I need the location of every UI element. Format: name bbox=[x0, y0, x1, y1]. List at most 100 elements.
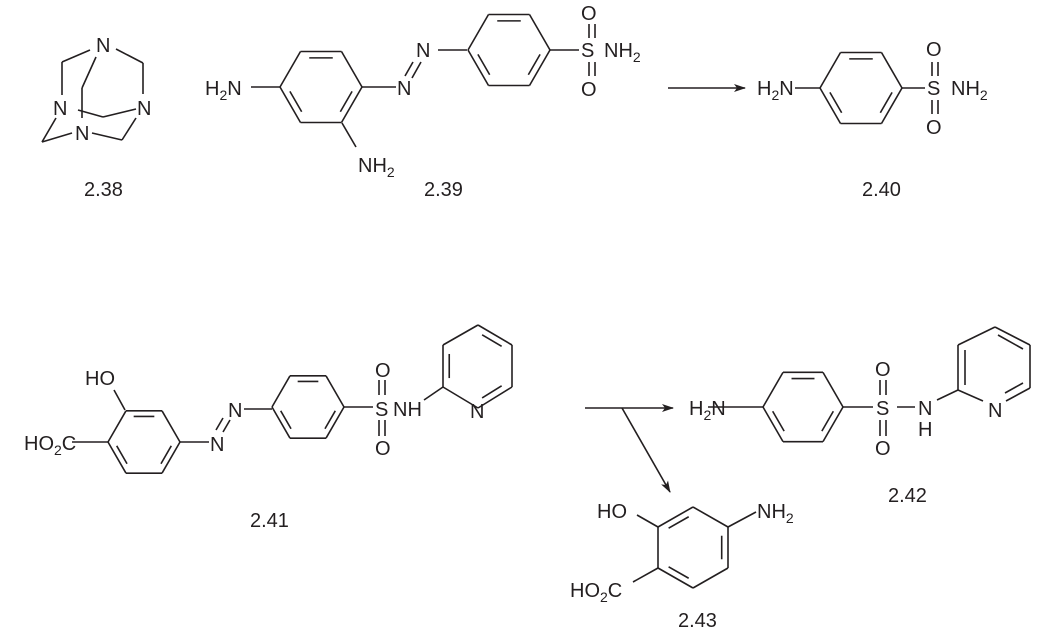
ring-bond bbox=[692, 567, 729, 589]
ring-double-bond bbox=[829, 91, 843, 114]
ring-double-bond bbox=[116, 445, 128, 465]
ring-double-bond bbox=[160, 445, 172, 465]
bond bbox=[77, 109, 104, 118]
compound-label: 2.43 bbox=[678, 610, 717, 632]
ring-double-bond bbox=[324, 410, 336, 430]
pyridine-n: N bbox=[470, 401, 484, 423]
compound-label: 2.38 bbox=[84, 179, 123, 201]
ring-bond bbox=[161, 410, 181, 443]
oxygen: O bbox=[875, 438, 891, 460]
ring-bond bbox=[467, 14, 490, 51]
oxygen: O bbox=[375, 438, 391, 460]
hydroxyl: HO bbox=[597, 501, 627, 523]
compound-label: 2.42 bbox=[888, 485, 927, 507]
oxygen: O bbox=[926, 39, 942, 61]
compound-label: 2.39 bbox=[424, 179, 463, 201]
ring-bond bbox=[271, 406, 291, 439]
ring-bond bbox=[822, 406, 844, 443]
carboxyl: HO2C bbox=[24, 433, 76, 458]
amino-group: NH2 bbox=[604, 40, 641, 65]
ring-double-bond bbox=[477, 53, 491, 76]
amino-group: H2N bbox=[757, 78, 794, 103]
ring-bond bbox=[528, 14, 551, 51]
oxygen: O bbox=[375, 360, 391, 382]
ring-double-bond bbox=[481, 385, 503, 399]
bond bbox=[91, 132, 123, 141]
compound-label: 2.41 bbox=[250, 510, 289, 532]
ring-bond bbox=[880, 87, 903, 124]
compound-2-40: H2N S O O NH2 2.40 bbox=[757, 39, 988, 201]
sulfonamide-h: H bbox=[918, 419, 932, 441]
ring-double-bond bbox=[1004, 382, 1024, 394]
ring-bond bbox=[279, 51, 302, 88]
azo-n: N bbox=[228, 400, 242, 422]
ring-bond bbox=[880, 52, 903, 89]
ring-bond bbox=[279, 86, 302, 123]
ring-bond bbox=[657, 506, 694, 528]
bond bbox=[222, 419, 231, 433]
bond bbox=[423, 386, 444, 401]
ring-bond bbox=[107, 441, 127, 474]
ring-bond bbox=[477, 324, 513, 346]
bond bbox=[81, 56, 97, 89]
ring-bond bbox=[819, 52, 842, 89]
azo-n: N bbox=[416, 40, 430, 62]
ring-double-bond bbox=[668, 566, 690, 579]
ring-bond bbox=[325, 375, 345, 408]
amino-group: NH2 bbox=[757, 501, 794, 526]
bond bbox=[215, 417, 224, 431]
sulfonamide-nh: NH bbox=[393, 399, 422, 421]
compound-2-38: N N N N 2.38 bbox=[53, 35, 151, 201]
oxygen: O bbox=[581, 3, 597, 25]
oxygen: O bbox=[926, 117, 942, 139]
ring-bond bbox=[692, 506, 729, 528]
sulfur: S bbox=[375, 399, 388, 421]
ring-double-bond bbox=[771, 410, 785, 432]
bond bbox=[411, 61, 422, 79]
ring-double-bond bbox=[668, 516, 690, 529]
ring-bond bbox=[477, 386, 513, 409]
bond bbox=[121, 117, 137, 141]
compound-2-43: HO NH2 HO2C 2.43 bbox=[570, 501, 794, 632]
amino-group: H2N bbox=[689, 398, 726, 423]
ring-double-bond bbox=[339, 90, 353, 113]
carboxyl: HO2C bbox=[570, 580, 622, 605]
bond bbox=[41, 117, 57, 143]
bond bbox=[404, 61, 414, 77]
sulfonamide-n: N bbox=[918, 398, 932, 420]
oxygen: O bbox=[581, 79, 597, 101]
atom-n: N bbox=[53, 98, 67, 120]
azo-n: N bbox=[210, 434, 224, 456]
compound-label: 2.40 bbox=[862, 179, 901, 201]
bond bbox=[727, 511, 757, 528]
bond bbox=[632, 567, 659, 583]
ring-bond bbox=[822, 371, 844, 408]
compound-2-41: HO HO2C N N S O O NH N 2.41 bbox=[24, 360, 484, 532]
bond bbox=[115, 48, 144, 64]
ring-bond bbox=[107, 410, 127, 443]
ring-bond bbox=[161, 441, 181, 474]
bond bbox=[41, 132, 73, 143]
ring-bond bbox=[467, 49, 490, 86]
amino-group: NH2 bbox=[358, 155, 395, 180]
hydroxyl: HO bbox=[85, 368, 115, 390]
oxygen: O bbox=[875, 359, 891, 381]
ring-bond bbox=[1005, 387, 1031, 402]
ring-bond bbox=[340, 51, 363, 88]
ring-bond bbox=[762, 406, 784, 443]
amino-group: H2N bbox=[205, 78, 242, 103]
sulfur: S bbox=[581, 40, 594, 62]
atom-n: N bbox=[75, 123, 89, 145]
bond bbox=[636, 514, 659, 528]
ring-double-bond bbox=[289, 90, 303, 113]
bond bbox=[936, 389, 959, 401]
bonds-layer bbox=[41, 13, 1031, 589]
pyridine-n: N bbox=[988, 400, 1002, 422]
ring-bond bbox=[442, 386, 479, 409]
ring-double-bond bbox=[821, 410, 835, 432]
ring-double-bond bbox=[527, 53, 541, 76]
bond bbox=[61, 49, 91, 63]
ring-double-bond bbox=[481, 334, 503, 348]
azo-n: N bbox=[397, 78, 411, 100]
